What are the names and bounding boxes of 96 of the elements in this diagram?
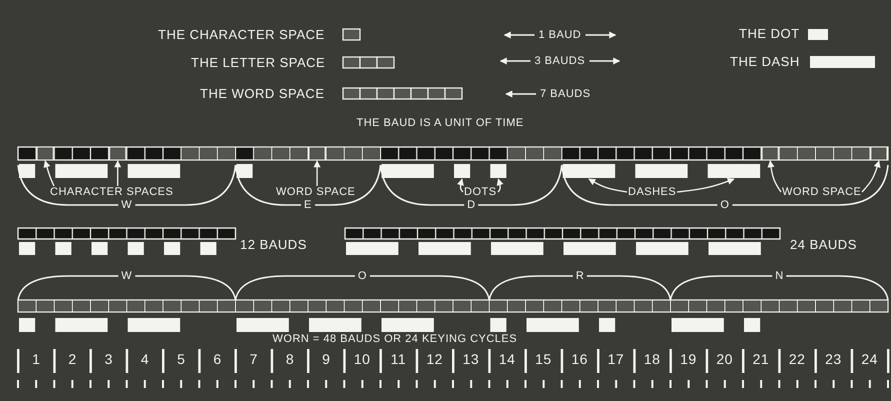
leader-line <box>496 178 504 192</box>
scale-number: 19 <box>680 352 697 368</box>
leader-line <box>588 178 628 193</box>
dot-mark <box>599 318 616 332</box>
letter-label: N <box>775 270 784 282</box>
dash-mark <box>55 318 108 332</box>
scale-number: 20 <box>716 352 733 368</box>
dash-mark <box>128 318 180 332</box>
dot-mark <box>454 164 470 178</box>
scale-number: 13 <box>462 352 480 368</box>
letter-label: W <box>121 199 132 212</box>
space-cell <box>308 146 326 160</box>
scale-number: 11 <box>390 352 406 368</box>
dash-mark <box>708 242 761 255</box>
label-text: THE DOT <box>739 27 800 42</box>
label-text: 3 BAUDS <box>534 55 586 68</box>
dot-mark <box>92 242 108 255</box>
leader-line <box>676 178 735 193</box>
label-text: 12 BAUDS <box>240 238 307 252</box>
label-text: THE LETTER SPACE <box>191 56 326 70</box>
dot-mark <box>19 164 36 178</box>
label-text: 1 BAUD <box>538 29 582 42</box>
leader-line <box>114 160 122 186</box>
scale-number: 14 <box>498 352 516 368</box>
space-cell <box>870 146 888 160</box>
dash-mark <box>382 164 434 178</box>
scale-number: 7 <box>250 352 258 368</box>
scale-number: 22 <box>788 352 806 368</box>
label-text: THE WORD SPACE <box>200 87 324 102</box>
dot-mark <box>490 318 506 332</box>
space-cell <box>109 146 126 160</box>
scale-number: 16 <box>571 352 588 368</box>
scale-number: 21 <box>752 352 770 368</box>
dot-mark <box>19 242 36 255</box>
scale-number: 8 <box>286 352 294 368</box>
dash-mark <box>562 164 616 178</box>
dot-mark <box>128 242 144 255</box>
dot-mark <box>744 318 760 332</box>
label-text: THE CHARACTER SPACE <box>158 28 325 42</box>
leader-line <box>457 178 464 192</box>
scale-number: 18 <box>644 352 660 368</box>
leader-label: CHARACTER SPACES <box>50 186 174 198</box>
scale-number: 23 <box>825 352 842 368</box>
scale-number: 10 <box>354 352 370 368</box>
label-text: 24 BAUDS <box>790 238 857 252</box>
space-cell <box>762 146 779 160</box>
dash-mark <box>708 164 760 178</box>
leader-line <box>862 160 880 192</box>
scale-number: 4 <box>140 352 150 368</box>
space-cell <box>36 146 54 160</box>
dash-mark <box>128 164 180 178</box>
dash-mark <box>491 242 544 255</box>
dash-mark <box>635 164 688 178</box>
dash-mark <box>672 318 724 332</box>
dash-mark <box>636 242 688 255</box>
scale-number: 12 <box>426 352 443 368</box>
dash-mark <box>309 318 362 332</box>
dash-mark <box>346 242 398 255</box>
leader-line <box>44 160 55 186</box>
letter-label: O <box>358 270 367 282</box>
dash-mark <box>55 164 108 178</box>
dash-mark <box>526 318 579 332</box>
dash-mark <box>564 242 616 255</box>
scale-number: 6 <box>213 352 222 368</box>
dash-mark <box>382 318 434 332</box>
leader-label: DOTS <box>464 186 497 198</box>
leader-label: WORD SPACE <box>276 186 356 198</box>
letter-label: D <box>467 199 476 212</box>
scale-number: 1 <box>32 352 40 368</box>
letter-label: O <box>720 199 730 212</box>
letter-label: E <box>304 199 312 212</box>
dash-mark <box>418 242 471 255</box>
dot-mark <box>200 242 216 255</box>
leader-line <box>768 160 782 192</box>
scale-number: 2 <box>68 352 77 368</box>
label-text: WORN = 48 BAUDS OR 24 KEYING CYCLES <box>272 333 518 346</box>
scale-number: 24 <box>861 352 878 368</box>
dash-mark <box>236 318 289 332</box>
dot-mark <box>490 164 506 178</box>
scale-number: 3 <box>104 352 113 368</box>
label-text: 7 BAUDS <box>540 88 591 100</box>
leader-label: DASHES <box>628 186 676 198</box>
label-text: THE BAUD IS A UNIT OF TIME <box>356 117 524 130</box>
dot-mark <box>236 164 253 178</box>
label-text: THE DASH <box>730 55 800 70</box>
scale-number: 9 <box>322 352 330 368</box>
scale-number: 15 <box>535 352 552 368</box>
scale-number: 5 <box>177 352 186 368</box>
dot-mark <box>19 318 36 332</box>
letter-label: R <box>576 270 584 282</box>
dot-mark <box>55 242 72 255</box>
letter-label: W <box>121 270 132 282</box>
leader-label: WORD SPACE <box>782 186 862 198</box>
dot-mark <box>164 242 180 255</box>
leader-line <box>314 160 321 186</box>
scale-number: 17 <box>608 352 624 368</box>
